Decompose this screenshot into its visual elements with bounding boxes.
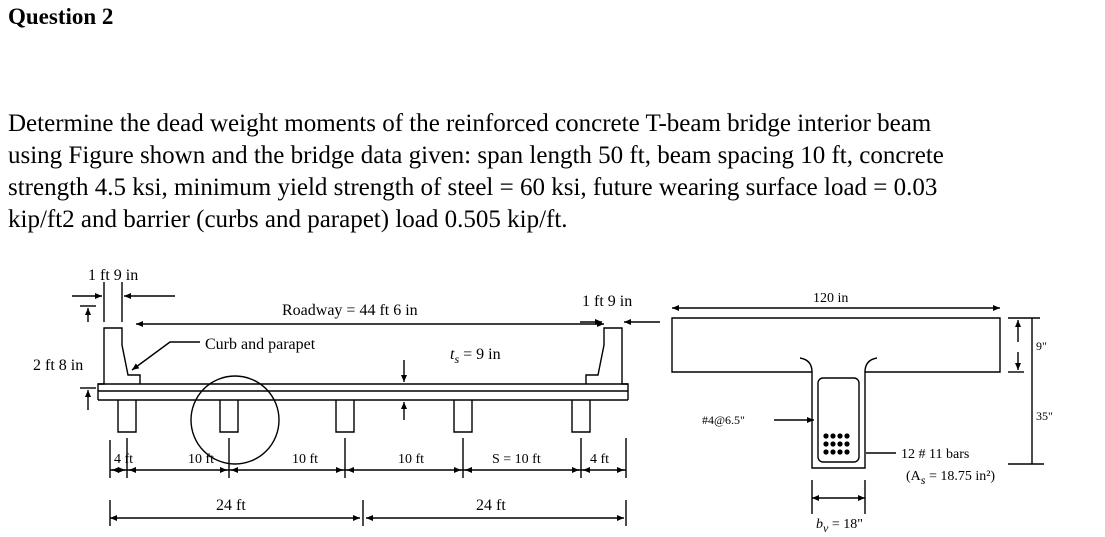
steel-area-value: = 18.75 in²) bbox=[925, 469, 995, 484]
spacing-label-2: 10 ft bbox=[292, 452, 318, 467]
problem-line: kip/ft2 and barrier (curbs and parapet) … bbox=[8, 206, 568, 233]
bars-label: 12 # 11 bars bbox=[901, 447, 969, 462]
steel-area-subscript: s bbox=[921, 473, 926, 487]
total-depth-label: 35" bbox=[1036, 409, 1053, 423]
t-beam-detail bbox=[671, 305, 1044, 514]
question-heading: Question 2 bbox=[8, 4, 114, 29]
stirrup bbox=[817, 377, 860, 463]
fillet-right bbox=[864, 357, 878, 373]
rebar bbox=[837, 433, 843, 439]
rebar bbox=[823, 449, 829, 455]
problem-statement: Determine the dead weight moments of the… bbox=[8, 108, 1098, 236]
right-parapet bbox=[585, 327, 629, 400]
beam-stem-5 bbox=[571, 400, 591, 433]
rebar bbox=[823, 433, 829, 439]
web-width-label: bv = 18" bbox=[816, 517, 863, 535]
beam-stem-1 bbox=[117, 400, 137, 433]
parapet-height-label: 2 ft 8 in bbox=[33, 357, 83, 374]
rebar bbox=[837, 441, 843, 447]
problem-line: using Figure shown and the bridge data g… bbox=[8, 142, 944, 169]
rebar bbox=[844, 441, 850, 447]
rebar-group bbox=[823, 433, 850, 455]
beam-stem-3 bbox=[335, 400, 355, 433]
rebar bbox=[823, 441, 829, 447]
stirrup-label: #4@6.5" bbox=[702, 413, 745, 427]
slab-thickness-subscript: s bbox=[454, 352, 459, 366]
problem-line: strength 4.5 ksi, minimum yield strength… bbox=[8, 174, 938, 201]
spacing-label-4: S = 10 ft bbox=[492, 452, 541, 467]
slab-thickness-symbol: t bbox=[450, 346, 455, 363]
beam-stem-4 bbox=[453, 400, 473, 433]
rebar bbox=[837, 449, 843, 455]
slab-thickness-label: ts = 9 in bbox=[450, 346, 501, 366]
flange-width-label: 120 in bbox=[813, 291, 848, 306]
overhang-left-label: 4 ft bbox=[114, 452, 133, 467]
rebar bbox=[844, 433, 850, 439]
web-width-value: = 18" bbox=[828, 517, 863, 532]
left-parapet bbox=[97, 327, 141, 400]
rebar bbox=[830, 441, 836, 447]
web-width-symbol: b bbox=[816, 517, 823, 532]
fillet-left bbox=[799, 357, 813, 373]
steel-area-label: (As = 18.75 in²) bbox=[906, 469, 995, 487]
steel-area-prefix: (A bbox=[906, 469, 922, 484]
spacing-label-1: 10 ft bbox=[188, 452, 214, 467]
slab-depth-label: 9" bbox=[1036, 339, 1047, 353]
beam-stem-2 bbox=[219, 400, 239, 433]
parapet-width-left-label: 1 ft 9 in bbox=[88, 267, 138, 284]
slab-thickness-value: = 9 in bbox=[459, 346, 500, 363]
web-width-subscript: v bbox=[823, 521, 829, 535]
problem-line: Determine the dead weight moments of the… bbox=[8, 110, 932, 137]
t-beam-outline bbox=[671, 317, 1001, 469]
overhang-right-label: 4 ft bbox=[590, 452, 609, 467]
rebar bbox=[844, 449, 850, 455]
curb-label: Curb and parapet bbox=[205, 336, 316, 353]
parapet-width-right-label: 1 ft 9 in bbox=[582, 293, 632, 310]
detail-circle bbox=[190, 375, 280, 465]
spacing-label-3: 10 ft bbox=[398, 452, 424, 467]
half-width-right-label: 24 ft bbox=[476, 497, 506, 514]
bridge-figure: 1 ft 9 in Roadway = 44 ft 6 in 1 ft 9 in… bbox=[33, 267, 1053, 535]
rebar bbox=[830, 433, 836, 439]
half-width-left-label: 24 ft bbox=[216, 497, 246, 514]
roadway-label: Roadway = 44 ft 6 in bbox=[282, 302, 418, 319]
bridge-cross-section bbox=[72, 282, 660, 526]
curb-leader bbox=[131, 341, 200, 371]
rebar bbox=[830, 449, 836, 455]
